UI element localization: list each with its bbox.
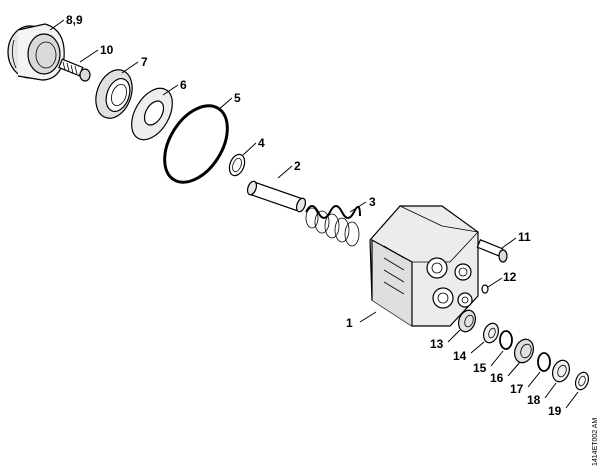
part-o-ring-5 xyxy=(163,104,229,184)
label-1: 1 xyxy=(346,316,353,330)
part-ring-14 xyxy=(482,322,500,344)
label-2: 2 xyxy=(294,159,301,173)
label-11: 11 xyxy=(518,230,531,244)
part-valve-16 xyxy=(513,338,535,364)
leader-lines xyxy=(49,19,579,409)
label-7: 7 xyxy=(141,55,148,69)
drawing-code: 1414ET002 AM xyxy=(592,418,599,466)
label-3: 3 xyxy=(369,195,376,209)
label-14: 14 xyxy=(453,349,467,363)
part-labels: 8,9 10 7 6 5 4 2 3 11 12 1 13 14 15 16 1… xyxy=(66,13,562,418)
part-circlip-19 xyxy=(574,371,590,391)
part-screw-11 xyxy=(476,239,508,263)
label-8-9: 8,9 xyxy=(66,13,83,27)
part-housing-1 xyxy=(369,205,479,327)
part-o-ring-12 xyxy=(481,284,489,294)
label-17: 17 xyxy=(510,382,524,396)
label-15: 15 xyxy=(473,361,487,375)
part-o-ring-15 xyxy=(499,330,513,350)
label-10: 10 xyxy=(100,43,114,57)
label-19: 19 xyxy=(548,404,562,418)
label-4: 4 xyxy=(258,136,265,150)
part-ring-18 xyxy=(551,359,571,383)
label-13: 13 xyxy=(430,337,444,351)
part-seal-7 xyxy=(95,69,133,119)
label-6: 6 xyxy=(180,78,187,92)
label-5: 5 xyxy=(234,91,241,105)
part-screw-10 xyxy=(58,58,91,82)
part-spring-3 xyxy=(305,205,361,247)
part-piston-2 xyxy=(246,180,307,213)
part-o-ring-17 xyxy=(537,352,551,372)
label-12: 12 xyxy=(503,270,517,284)
part-cap-cover xyxy=(7,23,65,81)
part-circlip-4 xyxy=(228,153,246,177)
label-18: 18 xyxy=(527,393,541,407)
part-valve-13 xyxy=(457,309,477,333)
label-16: 16 xyxy=(490,371,504,385)
part-washer-6 xyxy=(131,87,173,141)
